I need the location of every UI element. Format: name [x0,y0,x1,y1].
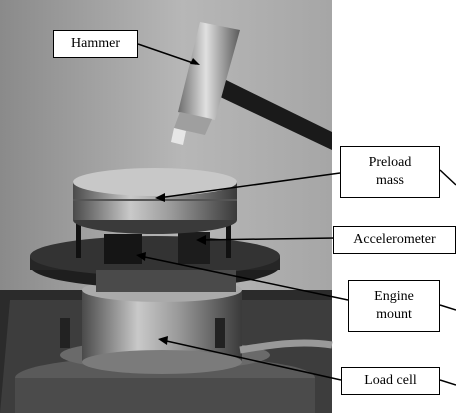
accelerometer-body [104,234,142,264]
white-margin [332,0,456,413]
label-load-cell-text: Load cell [364,373,417,388]
label-hammer-text: Hammer [71,36,120,51]
label-accelerometer: Accelerometer [333,226,456,254]
label-engine-mount-text: Engine mount [374,289,414,322]
preload-pointer [157,172,341,199]
accelerometer-pointer [199,237,336,241]
label-hammer: Hammer [53,30,138,58]
hammer-pointer [137,43,197,65]
cable [239,339,333,354]
engine-mount-pointer [139,255,349,301]
label-load-cell: Load cell [341,367,440,395]
load-cell-pointer [161,339,342,381]
label-preload-mass-text: Preload mass [368,155,412,188]
impact-hammer [171,22,332,150]
label-engine-mount: Engine mount [348,280,440,332]
label-preload-mass: Preload mass [340,146,440,198]
label-accelerometer-text: Accelerometer [353,232,436,247]
